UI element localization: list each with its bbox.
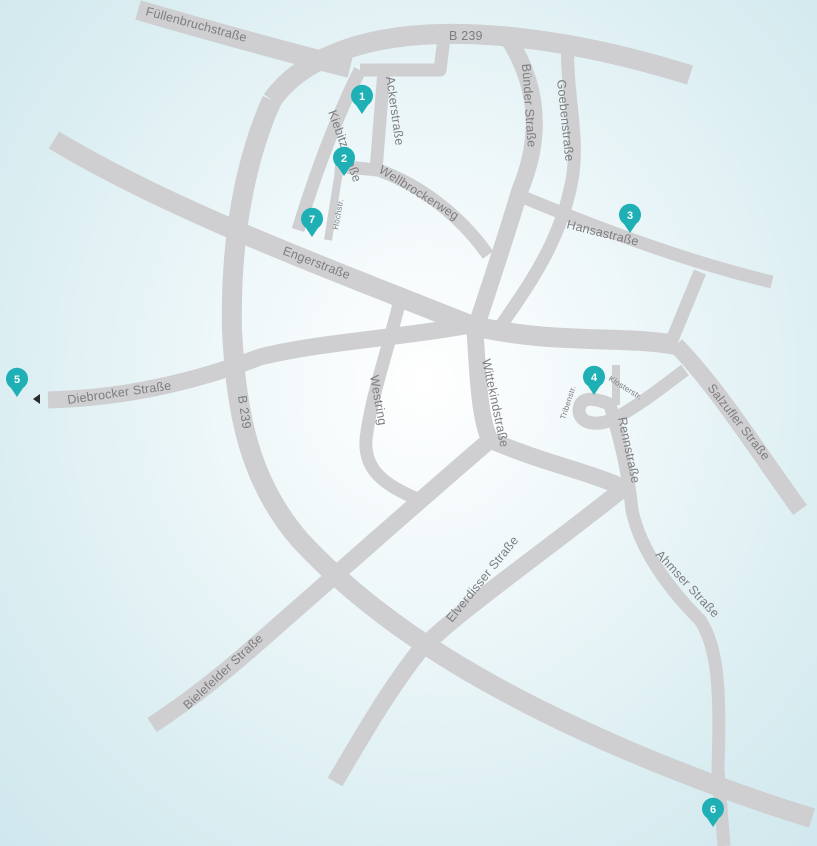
road-diebrocker-strasse [47,316,472,409]
road-engerstrasse [48,131,678,355]
label-bielefelder-strasse: Bielefelder Straße [180,631,265,712]
marker-number: 7 [309,214,315,226]
marker-number: 6 [710,804,716,816]
map-pin-icon[interactable] [351,84,373,114]
map-pin-icon[interactable] [6,367,29,397]
marker-5[interactable]: 5 [6,367,29,397]
road-wellbrockerweg [334,159,494,259]
label-salzufler-strasse: Salzufler Straße [705,381,773,463]
road-b239-top [263,23,693,107]
map-pin-icon[interactable] [333,146,355,176]
road-goebenstrasse [492,39,581,334]
road-hansastrasse [515,188,774,289]
road-salzufler-strasse [669,339,807,515]
road-connector-top [360,37,451,77]
map-pin-icon[interactable] [301,207,323,237]
marker-number: 4 [591,372,598,384]
marker-1[interactable]: 1 [351,84,373,114]
road-labels: Füllenbruchstraße B 239 Ackerstraße Kieb… [66,4,772,712]
marker-4[interactable]: 4 [583,365,605,395]
marker-2[interactable]: 2 [333,146,355,176]
road-network [47,0,815,846]
marker-number: 2 [341,153,347,165]
road-westring [359,298,418,504]
road-hochstrasse [324,164,344,241]
road-ackerstrasse [369,69,391,171]
road-hansa-connector [663,269,707,348]
marker-3[interactable]: 3 [619,203,641,233]
road-buender-strasse [466,33,543,333]
label-b239-left: B 239 [235,394,254,429]
road-kiebitzstrasse [291,67,366,232]
map-pin-icon[interactable] [702,797,724,827]
label-buender-strasse: Bünder Straße [519,63,539,148]
map-pin-icon[interactable] [583,365,605,395]
location-markers[interactable]: 1 2 3 4 5 6 7 [6,84,724,827]
marker-number: 5 [14,374,20,386]
marker-number: 1 [359,91,365,103]
label-diebrocker-strasse: Diebrocker Straße [66,379,172,407]
marker-6[interactable]: 6 [702,797,724,827]
map-pin-icon[interactable] [619,203,641,233]
road-tribenstrasse [572,364,689,430]
label-wellbrockerweg: Wellbrockerweg [376,163,461,223]
road-rennstrasse [603,403,731,846]
road-b239-ring [221,95,815,828]
marker-number: 3 [627,210,633,222]
road-bielefelder-strasse [147,433,496,733]
direction-arrow-left-icon [33,394,40,404]
road-elverdisser-strasse [327,481,630,787]
marker-7[interactable]: 7 [301,207,323,237]
road-wittekindstrasse [466,329,628,496]
label-b239-top: B 239 [449,29,483,43]
